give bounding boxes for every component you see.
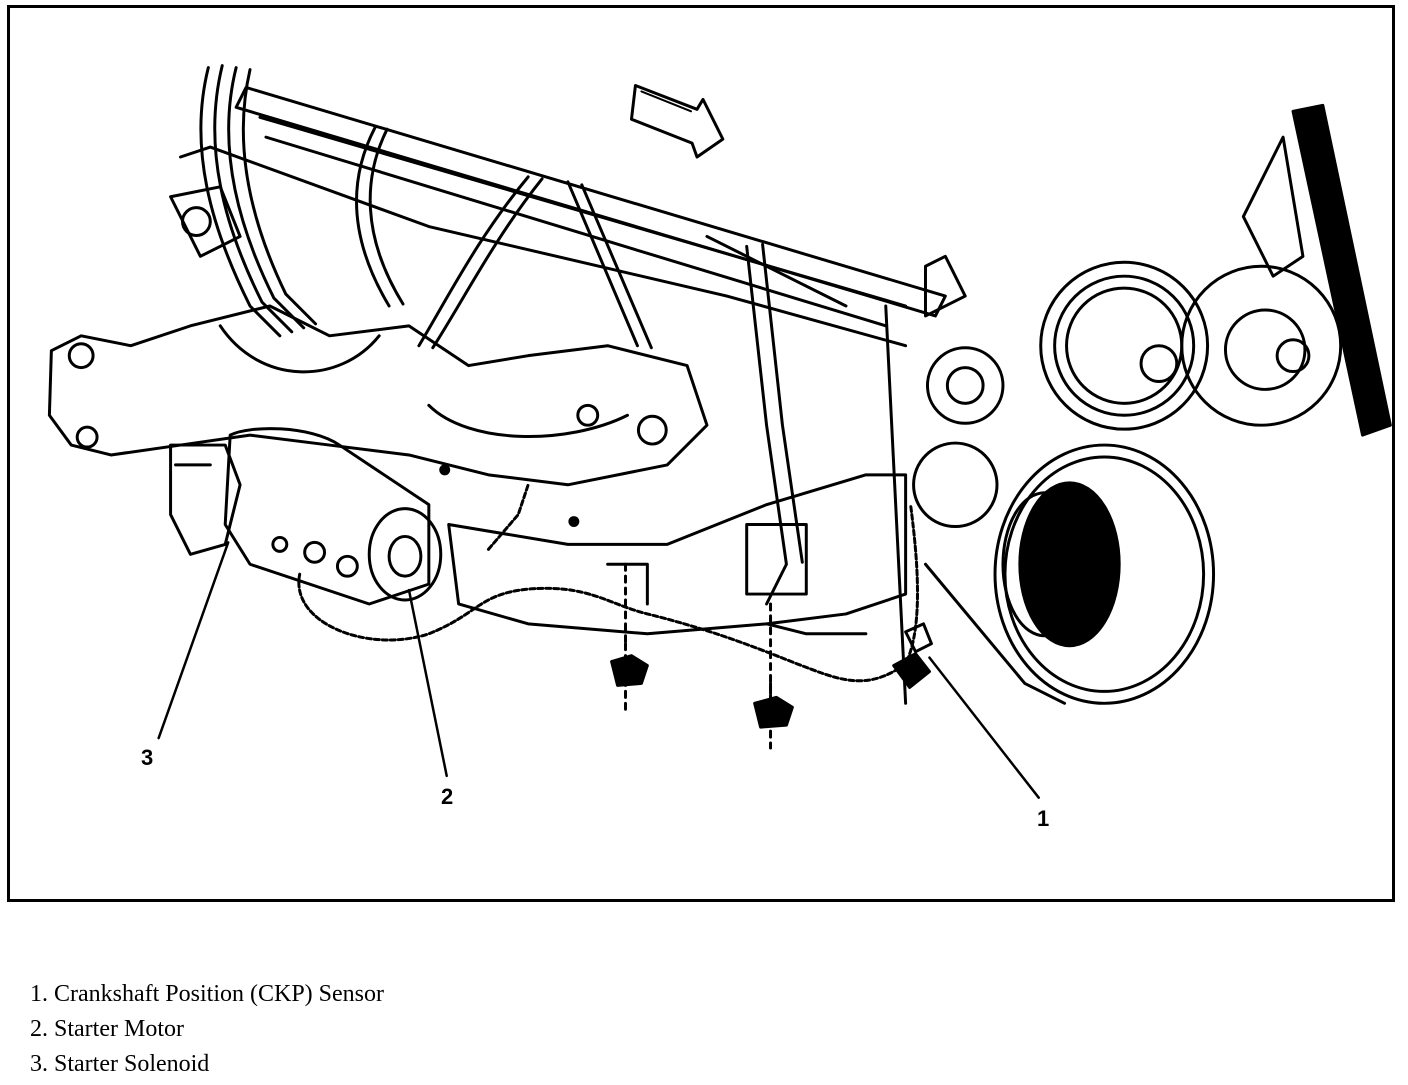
exhaust-manifold (47, 304, 709, 528)
leader-lines (157, 541, 1040, 799)
legend-number: 2. (30, 1016, 48, 1042)
intake-manifold (169, 85, 947, 606)
accessory-drive (884, 103, 1392, 705)
mount-bolts (610, 562, 794, 750)
legend-label: Starter Motor (54, 1016, 184, 1042)
engine-illustration (47, 64, 1392, 799)
crankshaft-position-sensor (892, 622, 933, 689)
starter-solenoid (169, 443, 242, 556)
callout-2: 2 (441, 784, 454, 809)
engine-diagram-frame: 3 2 1 (7, 5, 1395, 902)
legend-item: 3.Starter Solenoid (30, 1050, 384, 1085)
legend-item: 1.Crankshaft Position (CKP) Sensor (30, 980, 384, 1015)
starter-motor (223, 427, 443, 606)
legend-label: Starter Solenoid (54, 1051, 210, 1077)
legend-number: 3. (30, 1051, 48, 1077)
callout-1: 1 (1037, 806, 1050, 831)
engine-block-lower (447, 473, 908, 636)
legend-number: 1. (30, 981, 48, 1007)
legend-list: 1.Crankshaft Position (CKP) Sensor 2.Sta… (30, 980, 384, 1085)
callout-3: 3 (141, 745, 154, 770)
direction-arrow-icon (629, 83, 725, 159)
wiring-harness (297, 483, 919, 683)
legend-label: Crankshaft Position (CKP) Sensor (54, 981, 384, 1007)
spark-plug-wires (199, 64, 653, 350)
legend-item: 2.Starter Motor (30, 1015, 384, 1050)
